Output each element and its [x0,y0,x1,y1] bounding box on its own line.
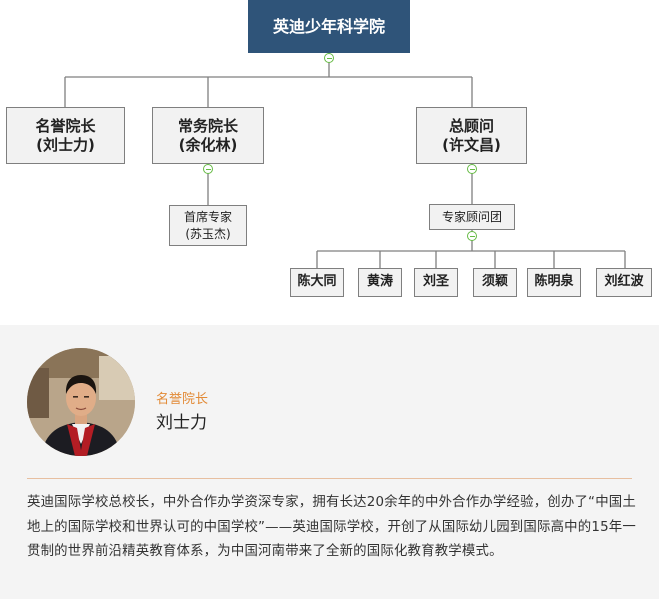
general-advisor-node: 总顾问 (许文昌) [416,107,527,164]
executive-dean-title: 常务院长 [177,116,238,135]
executive-dean-name: (余化林) [178,135,238,154]
advisor-node: 刘圣 [414,268,458,297]
advisor-name: 陈大同 [297,274,337,290]
advisor-name: 刘圣 [422,274,449,290]
collapse-toggle-icon[interactable] [324,53,334,63]
org-root-node: 英迪少年科学院 [248,0,410,53]
advisor-node: 陈明泉 [527,268,581,297]
advisor-name: 黄涛 [366,274,393,290]
general-advisor-name: (许文昌) [442,135,501,154]
executive-dean-node: 常务院长 (余化林) [152,107,264,164]
collapse-toggle-icon[interactable] [467,231,477,241]
advisor-node: 刘红波 [596,268,652,297]
advisor-name: 陈明泉 [534,274,574,290]
profile-card: 名誉院长 刘士力 英迪国际学校总校长，中外合作办学资深专家，拥有长达20余年的中… [0,325,659,599]
person-name: 刘士力 [156,413,207,433]
org-chart: 英迪少年科学院 名誉院长 (刘士力) 常务院长 (余化林) 总顾问 (许文昌) … [6,0,652,297]
section-divider [27,478,632,479]
chief-expert-name: (苏玉杰) [185,226,231,241]
org-root-label: 英迪少年科学院 [272,16,385,36]
advisory-group-node: 专家顾问团 [429,204,515,230]
advisor-name: 须颖 [481,274,508,290]
person-role: 名誉院长 [156,392,209,407]
person-bio: 英迪国际学校总校长，中外合作办学资深专家，拥有长达20余年的中外合作办学经验，创… [27,495,636,559]
advisor-name: 刘红波 [604,274,644,290]
advisor-node: 陈大同 [290,268,344,297]
honorary-dean-node: 名誉院长 (刘士力) [6,107,125,164]
chief-expert-node: 首席专家 (苏玉杰) [169,205,247,246]
advisor-node: 须颖 [473,268,517,297]
honorary-dean-name: (刘士力) [36,135,95,154]
portrait-photo [27,348,135,456]
chief-expert-title: 首席专家 [183,209,232,224]
advisor-node: 黄涛 [358,268,402,297]
collapse-toggle-icon[interactable] [203,164,213,174]
avatar [27,348,135,456]
general-advisor-title: 总顾问 [448,116,494,135]
collapse-toggle-icon[interactable] [467,164,477,174]
advisory-group-label: 专家顾问团 [441,209,502,224]
honorary-dean-title: 名誉院长 [35,116,96,135]
